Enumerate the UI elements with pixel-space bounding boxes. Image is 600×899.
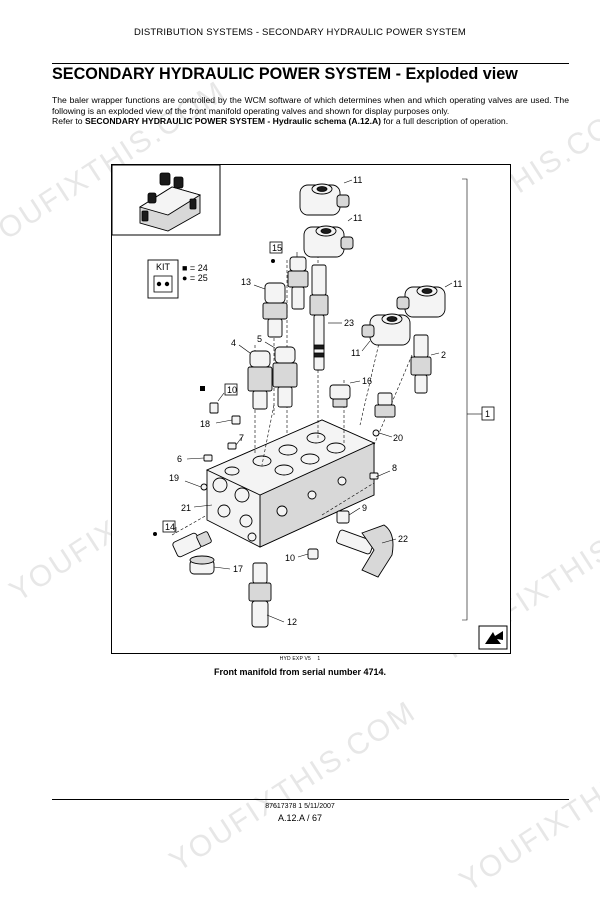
valve-16: [374, 392, 396, 418]
fitting-10: [209, 402, 219, 414]
title-rule: [52, 63, 569, 64]
callout: 10: [227, 385, 237, 395]
valve-22: [336, 524, 394, 578]
callout: 11: [353, 175, 362, 185]
manifold-exploded-drawing: KIT ■ = 24 ● = 25: [112, 165, 508, 650]
callout: 14: [165, 522, 175, 532]
kit-label: KIT: [156, 262, 171, 272]
callout: 11: [353, 213, 362, 223]
fitting-18: [231, 415, 241, 425]
figure-reference: HYD EXP V5 1: [279, 656, 321, 662]
callout: 9: [362, 503, 367, 513]
running-header: DISTRIBUTION SYSTEMS - SECONDARY HYDRAUL…: [133, 27, 467, 38]
solenoid-coil: [303, 225, 354, 258]
kit-item-24: ■ = 24: [182, 263, 208, 273]
page-title: SECONDARY HYDRAULIC POWER SYSTEM - Explo…: [52, 65, 518, 83]
fitting-6: [203, 454, 213, 462]
callout: 16: [362, 376, 372, 386]
assembly-thumbnail: [112, 165, 221, 236]
callout: 22: [398, 534, 408, 544]
valve-13: [262, 282, 288, 338]
callout: 15: [272, 243, 282, 253]
figure-caption: Front manifold from serial number 4714.: [213, 667, 387, 677]
solenoid-coil: [299, 183, 350, 216]
plug-17: [189, 555, 215, 575]
callout: 5: [257, 334, 262, 344]
callout: 2: [441, 350, 446, 360]
exploded-view-figure: KIT ■ = 24 ● = 25: [111, 164, 511, 654]
callout: 1: [485, 409, 490, 419]
callout: 20: [393, 433, 403, 443]
fitting-10b: [307, 548, 319, 560]
solenoid-coil: [396, 285, 446, 318]
callout: 8: [392, 463, 397, 473]
valve-15: [287, 256, 309, 310]
assembly-bracket: [462, 178, 468, 621]
callout: 6: [177, 454, 182, 464]
watermark: YOUFIXTHIS.COM: [163, 694, 422, 879]
solenoid-coil: [361, 313, 411, 346]
callout: 12: [287, 617, 297, 627]
cartridge-valve-23: [309, 264, 329, 371]
valve-14: [172, 531, 212, 558]
kit-legend: KIT ■ = 24 ● = 25: [147, 259, 208, 299]
fitting-19: [200, 483, 208, 491]
manifold-block: [205, 419, 376, 548]
callout: 18: [200, 419, 210, 429]
valve-4: [247, 350, 273, 410]
callout: 7: [239, 433, 244, 443]
schema-reference-link[interactable]: SECONDARY HYDRAULIC POWER SYSTEM - Hydra…: [84, 116, 382, 126]
valve-5: [272, 346, 298, 408]
intro-reference: Refer to SECONDARY HYDRAULIC POWER SYSTE…: [52, 116, 509, 126]
footer-doc-code: 87617378 1 5/11/2007: [265, 803, 335, 810]
intro-paragraph: The baler wrapper functions are controll…: [52, 95, 569, 116]
fitting-8: [369, 472, 379, 480]
valve-2: [410, 334, 432, 394]
callout: 11: [351, 348, 360, 358]
callout: 23: [344, 318, 354, 328]
callout: 13: [241, 277, 251, 287]
fitting-7: [227, 442, 237, 450]
intro-text: The baler wrapper functions are controll…: [52, 95, 569, 127]
next-page-arrow-icon[interactable]: [478, 625, 508, 650]
footer-page-number: A.12.A / 67: [277, 813, 323, 823]
callout: 11: [453, 279, 462, 289]
callout: 10: [285, 553, 295, 563]
fitting-20: [372, 429, 380, 437]
callout: 17: [233, 564, 243, 574]
footer-rule: [52, 799, 569, 800]
plug-16: [329, 384, 351, 408]
callout: 19: [169, 473, 179, 483]
kit-item-25: ● = 25: [182, 273, 208, 283]
callout: 4: [231, 338, 236, 348]
fitting-9: [336, 510, 350, 524]
callout: 21: [181, 503, 191, 513]
cartridge-12: [248, 562, 272, 628]
